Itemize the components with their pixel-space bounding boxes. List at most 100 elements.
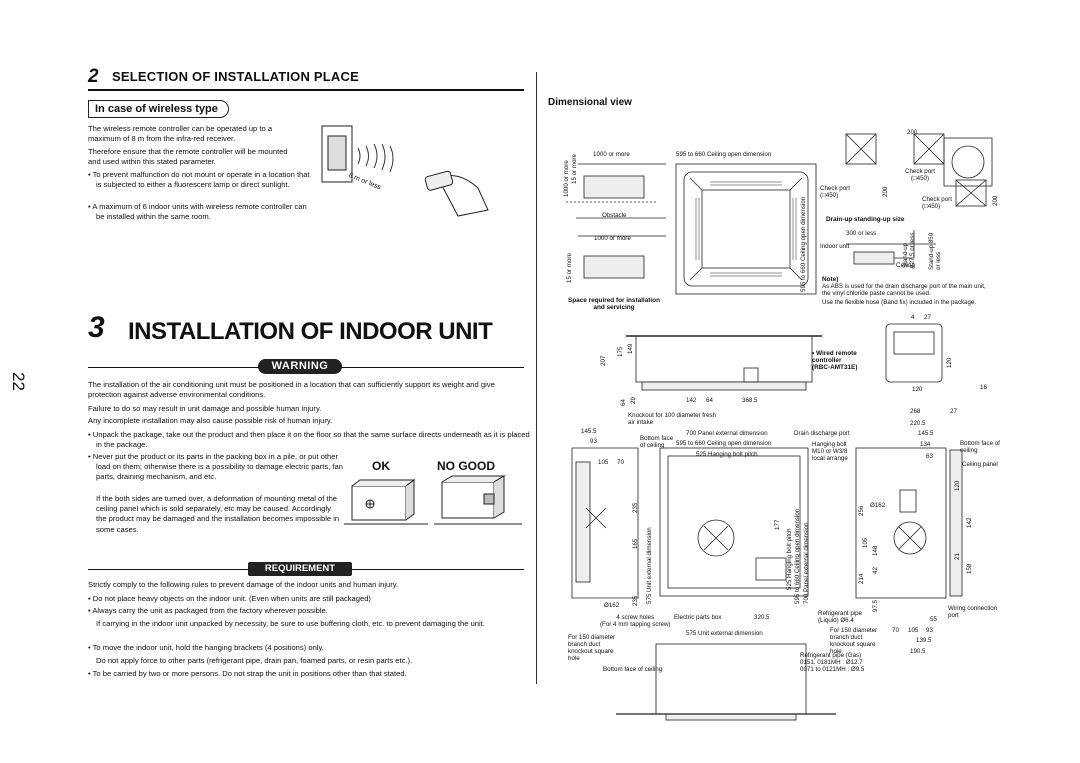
dim-158: 158 xyxy=(966,563,973,574)
dim-55: 55 xyxy=(930,616,937,623)
dim-175: 175 xyxy=(617,346,624,357)
dim-97: 97.5 xyxy=(872,599,879,612)
dim-1000-vertical: 1000 or more xyxy=(563,160,570,197)
ceiling-panel-label: Ceiling panel xyxy=(962,461,998,468)
dim-42: 42 xyxy=(872,567,879,574)
dim-4: 4 xyxy=(911,314,915,321)
dim-1000-top: 1000 or more xyxy=(593,151,630,158)
warning-bullet-2-detail: If the both sides are turned over, a def… xyxy=(96,494,340,534)
dim-268: 268 xyxy=(910,408,921,415)
knockout-150-right: For 150 diameter branch duct knockout sq… xyxy=(830,627,878,655)
unit-external-dim-vertical: 575 Unit external dimension xyxy=(646,527,653,604)
unit-external-dim-horizontal: 575 Unit external dimension xyxy=(686,630,763,637)
note-2: Use the flexible hose (Band fix) include… xyxy=(822,299,977,306)
dim-93-b: 93 xyxy=(926,627,933,634)
requirement-bullet-2: • Always carry the unit as packaged from… xyxy=(88,606,328,615)
dim-162-a: Ø162 xyxy=(604,602,620,609)
requirement-bullet-3: • To move the indoor unit, hold the hang… xyxy=(88,643,324,652)
requirement-badge: REQUIREMENT xyxy=(248,562,352,576)
ceiling-label: Ceiling xyxy=(896,262,915,269)
section-2-rule xyxy=(88,89,524,91)
wireless-remote-illustration xyxy=(321,125,489,217)
warning-badge: WARNING xyxy=(258,359,342,374)
dim-190: 190.5 xyxy=(910,648,926,655)
warning-bullet-1: • Unpack the package, take out the produ… xyxy=(88,430,530,450)
requirement-bullet-1: • Do not place heavy objects on the indo… xyxy=(88,594,371,603)
wired-remote-label: • Wired remote controller(RBC-AMT31E) xyxy=(812,350,858,372)
dim-142-b: 142 xyxy=(966,517,973,528)
dim-207: 207 xyxy=(600,355,607,366)
dim-200-c: 200 xyxy=(992,195,999,206)
refrigerant-liquid-label: Refrigerant pipe (Liquid) Ø6.4 xyxy=(818,610,863,624)
panel-external-dim-vertical: 700 Panel external dimension xyxy=(803,522,810,604)
dim-162-b: Ø162 xyxy=(870,502,886,509)
no-good-label: NO GOOD xyxy=(437,459,496,473)
check-port-left: Check port(□450) xyxy=(820,185,850,199)
requirement-bullet-3-detail: Do not apply force to other parts (refri… xyxy=(96,656,413,665)
dim-29: 29 xyxy=(630,397,637,404)
dim-145-left: 145.5 xyxy=(581,428,597,435)
ceiling-open-dim: 595 to 660 Ceiling open dimension xyxy=(676,151,772,158)
bottom-face-right: Bottom face of ceiling xyxy=(960,440,1000,454)
wireless-paragraph-1: The wireless remote controller can be op… xyxy=(88,124,273,144)
dim-120-a: 120 xyxy=(946,357,953,368)
dim-300-or-less: 300 or less xyxy=(846,230,877,237)
dim-63: 63 xyxy=(926,453,933,460)
dim-105-b: 105 xyxy=(862,537,869,548)
requirement-paragraph: Strictly comply to the following rules t… xyxy=(88,580,399,589)
section-3-title: INSTALLATION OF INDOOR UNIT xyxy=(128,318,493,345)
check-port-top: Check port(□450) xyxy=(905,168,935,182)
wireless-bullet-1: • To prevent malfunction do not mount or… xyxy=(88,170,310,190)
dim-235-a: 235 xyxy=(632,502,639,513)
ceiling-open-dim-2: 595 to 660 Ceiling open dimension xyxy=(676,440,772,447)
dim-165: 165 xyxy=(632,538,639,549)
dim-214: 214 xyxy=(858,573,865,584)
wireless-paragraph-2: Therefore ensure that the remote control… xyxy=(88,147,288,167)
note-title: Note) xyxy=(822,276,839,283)
dim-320: 320.5 xyxy=(754,614,770,621)
dim-142-a: 142 xyxy=(686,397,697,404)
dim-200-a: 200 xyxy=(907,129,918,136)
dimensional-view-title: Dimensional view xyxy=(548,97,632,108)
requirement-bullet-2-detail: If carrying in the indoor unit unpacked … xyxy=(96,619,485,628)
refrigerant-gas-label: Refrigerant pipe (Gas)0151, 0181MH : Ø12… xyxy=(800,652,865,673)
dim-105-c: 105 xyxy=(908,627,919,634)
warning-paragraph-1: The installation of the air conditioning… xyxy=(88,380,495,400)
page-number: 22 xyxy=(9,372,28,391)
dim-148: 148 xyxy=(872,545,879,556)
dim-21: 21 xyxy=(954,553,961,560)
space-required-label: Space required for installation and serv… xyxy=(568,297,660,312)
dim-70-left: 70 xyxy=(617,459,624,466)
hanging-bolt-pitch-vertical: 525 Hanging bolt pitch xyxy=(786,528,793,590)
drain-up-title: Drain-up standing-up size xyxy=(826,216,905,223)
dim-105-left: 105 xyxy=(598,459,609,466)
wireless-bullet-2: • A maximum of 6 indoor units with wirel… xyxy=(88,202,307,222)
dimensional-drawing xyxy=(566,133,993,721)
drain-discharge-port: Drain discharge port xyxy=(794,430,850,437)
dim-200-b: 200 xyxy=(882,186,889,197)
bottom-face-bottom: Bottom face of ceiling xyxy=(603,666,663,673)
ceiling-open-dim-vertical-2: 595 to 660 Ceiling open dimension xyxy=(794,508,801,604)
section-2-number: 2 xyxy=(88,66,99,87)
warning-bullet-2: • Never put the product or its parts in … xyxy=(88,452,343,482)
ceiling-open-dim-vertical: 595 to 660 Ceiling open dimension xyxy=(800,196,807,292)
dim-64-a: 64 xyxy=(620,399,627,406)
column-divider xyxy=(536,72,537,684)
dim-27-b: 27 xyxy=(950,408,957,415)
check-port-right: Check port(□450) xyxy=(922,196,952,210)
dim-134: 134 xyxy=(920,441,931,448)
dim-1000-mid: 1000 or more xyxy=(594,235,631,242)
dim-235-b: 235 xyxy=(632,595,639,606)
warning-paragraph-3: Any incomplete installation may also cau… xyxy=(88,416,333,425)
dim-256: 256 xyxy=(858,505,865,516)
warning-paragraph-2: Failure to do so may result in unit dama… xyxy=(88,404,322,413)
dim-177: 177 xyxy=(774,519,781,530)
panel-external-dim: 700 Panel external dimension xyxy=(686,430,768,437)
hanging-bolt-pitch: 525 Hanging bolt pitch xyxy=(696,451,758,458)
screw-holes-label: 4 screw holes(For 4 mm tapping screw) xyxy=(600,614,671,628)
dim-16: 16 xyxy=(980,384,987,391)
dim-93-left: 93 xyxy=(590,438,597,445)
dim-220: 220.5 xyxy=(910,420,926,427)
section-3-number: 3 xyxy=(88,311,105,344)
dim-149: 149 xyxy=(627,343,634,354)
